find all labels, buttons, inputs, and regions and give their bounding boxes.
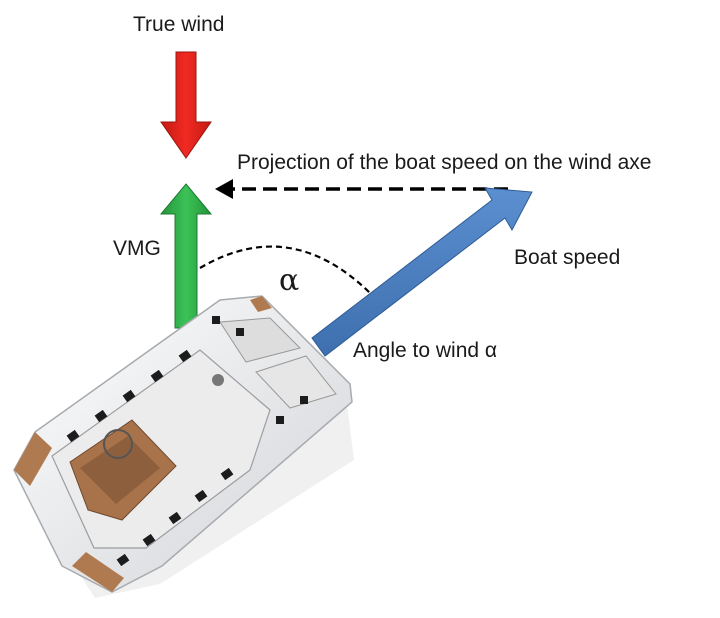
catamaran-icon <box>13 295 354 598</box>
true-wind-label: True wind <box>133 13 225 36</box>
true-wind-arrow <box>160 51 212 159</box>
vmg-arrow <box>159 183 213 329</box>
angle-to-wind-label: Angle to wind α <box>353 339 498 362</box>
projection-label: Projection of the boat speed on the wind… <box>237 151 652 174</box>
angle-arc <box>199 245 371 294</box>
boat-speed-arrow <box>311 187 533 357</box>
alpha-label: α <box>279 263 300 298</box>
projection-dashed-arrow <box>215 179 508 199</box>
boat-speed-label: Boat speed <box>514 246 621 269</box>
vmg-label: VMG <box>113 237 161 260</box>
